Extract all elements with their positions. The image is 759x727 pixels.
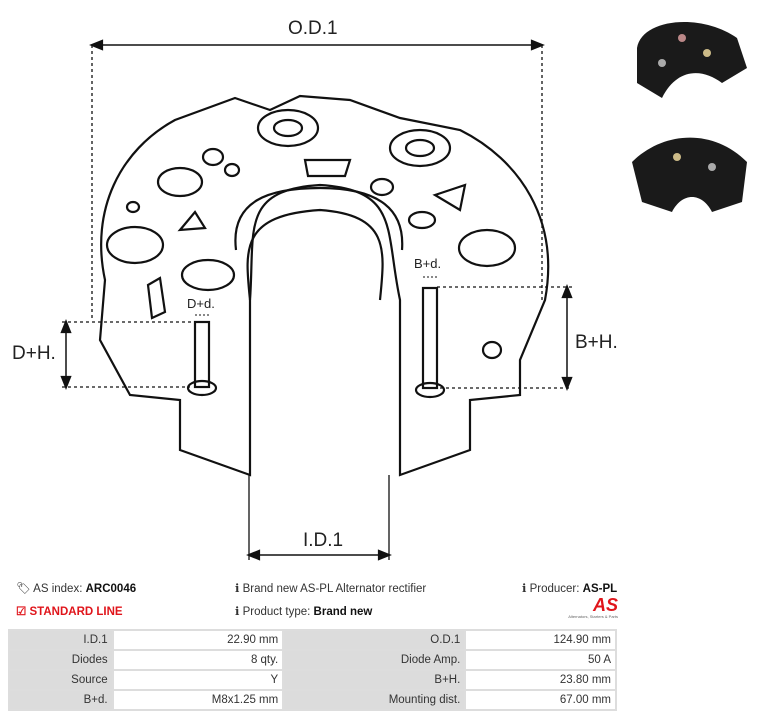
description: ℹ Brand new AS-PL Alternator rectifier <box>235 583 427 595</box>
product-photo-top <box>637 21 747 98</box>
dd-label: D+d. <box>187 296 215 311</box>
info-icon: ℹ <box>522 583 527 595</box>
spec-value: M8x1.25 mm <box>111 689 285 711</box>
as-index: 🏷 AS index: ARC0046 <box>16 583 137 595</box>
spec-value: 67.00 mm <box>464 689 617 711</box>
as-pl-logo: AS Alternators, Starters & Parts <box>568 595 618 619</box>
spec-label: B+H. <box>282 669 467 691</box>
rectifier-technical-drawing <box>60 39 573 561</box>
spec-value: Y <box>111 669 285 691</box>
spec-label: Source <box>8 669 114 691</box>
spec-value: 8 qty. <box>111 649 285 671</box>
check-square-icon: ☑ <box>16 606 27 618</box>
spec-label: Mounting dist. <box>282 689 467 711</box>
dh-label: D+H. <box>12 343 56 364</box>
product-photo-side <box>632 137 747 212</box>
spec-label: O.D.1 <box>282 629 467 651</box>
bh-label: B+H. <box>575 332 618 353</box>
id-label: I.D.1 <box>303 530 344 551</box>
spec-label: B+d. <box>8 689 114 711</box>
bd-label: B+d. <box>414 256 442 271</box>
spec-label: I.D.1 <box>8 629 114 651</box>
spec-value: 124.90 mm <box>464 629 617 651</box>
tags-icon: 🏷 <box>16 583 31 595</box>
spec-label: Diodes <box>8 649 114 671</box>
spec-value: 22.90 mm <box>111 629 285 651</box>
product-type: ℹ Product type: Brand new <box>235 606 373 618</box>
info-icon: ℹ <box>235 583 240 595</box>
od-label: O.D.1 <box>288 18 338 39</box>
spec-label: Diode Amp. <box>282 649 467 671</box>
spec-value: 50 A <box>464 649 617 671</box>
spec-value: 23.80 mm <box>464 669 617 691</box>
info-icon: ℹ <box>235 606 240 618</box>
producer: ℹ Producer: AS-PL <box>522 583 618 595</box>
standard-line-badge: ☑ STANDARD LINE <box>16 606 123 618</box>
